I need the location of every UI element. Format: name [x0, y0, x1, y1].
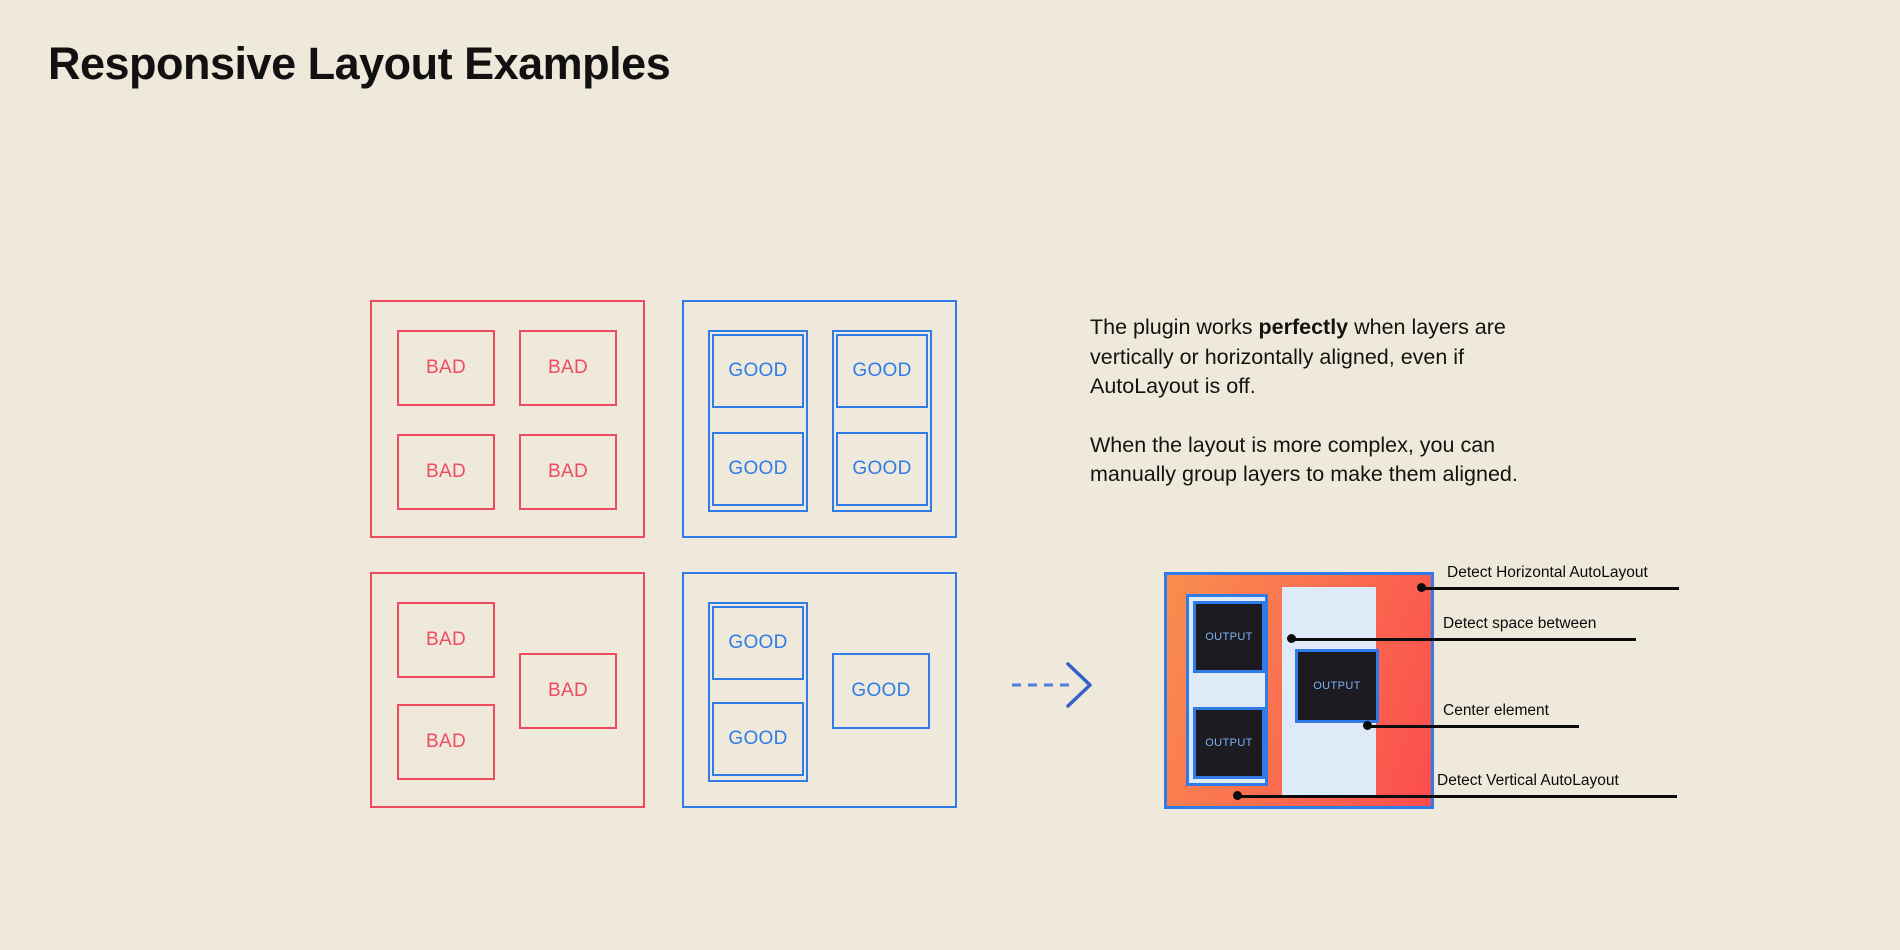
callout-leader-line	[1421, 587, 1679, 590]
box-label: BAD	[548, 461, 588, 482]
example-box-good: GOOD	[712, 606, 804, 680]
example-box-good: GOOD	[836, 432, 928, 506]
example-box-bad: BAD	[397, 704, 495, 780]
box-label: BAD	[426, 731, 466, 752]
diagram-right-column: OUTPUT	[1282, 587, 1379, 795]
output-label: OUTPUT	[1205, 631, 1253, 643]
example-box-bad: BAD	[397, 434, 495, 510]
copy-p1-post: when layers are vertically or horizontal…	[1090, 315, 1506, 398]
box-label: BAD	[548, 680, 588, 701]
callout-leader-line	[1237, 795, 1677, 798]
example-box-bad: BAD	[519, 330, 617, 406]
page-title: Responsive Layout Examples	[48, 38, 671, 89]
autolayout-detection-diagram: OUTPUT OUTPUT OUTPUT	[1164, 572, 1434, 809]
copy-p1-bold: perfectly	[1258, 315, 1349, 339]
box-label: GOOD	[852, 360, 912, 381]
copy-paragraph-2: When the layout is more complex, you can…	[1090, 432, 1518, 487]
callout-leader-line	[1291, 638, 1636, 641]
output-label: OUTPUT	[1205, 737, 1253, 749]
callout-label: Center element	[1443, 702, 1549, 719]
diagram-left-group: OUTPUT OUTPUT	[1186, 594, 1268, 786]
copy-paragraph-1: The plugin works perfectly when layers a…	[1090, 313, 1550, 402]
box-label: GOOD	[728, 360, 788, 381]
example-box-bad: BAD	[397, 602, 495, 678]
box-label: GOOD	[852, 458, 912, 479]
example-frame-good-complex: GOOD GOOD GOOD	[682, 572, 957, 808]
dashed-arrow-right-icon	[1010, 660, 1100, 710]
example-box-good: GOOD	[832, 653, 930, 729]
callout-label: Detect space between	[1443, 615, 1597, 632]
example-box-bad: BAD	[519, 434, 617, 510]
box-label: BAD	[426, 357, 466, 378]
diagram-output-box: OUTPUT	[1193, 601, 1265, 673]
box-label: GOOD	[728, 728, 788, 749]
example-frame-bad-grid: BAD BAD BAD BAD	[370, 300, 645, 538]
callout-leader-line	[1367, 725, 1579, 728]
manual-group-wrapper: GOOD GOOD	[708, 602, 808, 782]
box-label: BAD	[426, 629, 466, 650]
copy-p1-pre: The plugin works	[1090, 315, 1259, 339]
example-box-bad: BAD	[519, 653, 617, 729]
description-copy: The plugin works perfectly when layers a…	[1090, 313, 1550, 490]
callout-label: Detect Horizontal AutoLayout	[1447, 564, 1648, 581]
example-frame-bad-complex: BAD BAD BAD	[370, 572, 645, 808]
example-frame-good-grid: GOOD GOOD GOOD GOOD	[682, 300, 957, 538]
callout-label: Detect Vertical AutoLayout	[1437, 772, 1619, 789]
diagram-output-box: OUTPUT	[1295, 649, 1379, 723]
box-label: BAD	[548, 357, 588, 378]
output-label: OUTPUT	[1313, 680, 1361, 692]
diagram-output-box: OUTPUT	[1193, 707, 1265, 779]
box-label: GOOD	[728, 458, 788, 479]
example-box-good: GOOD	[712, 432, 804, 506]
manual-group-wrapper: GOOD GOOD	[708, 330, 808, 512]
example-box-good: GOOD	[712, 702, 804, 776]
example-box-bad: BAD	[397, 330, 495, 406]
example-box-good: GOOD	[712, 334, 804, 408]
manual-group-wrapper: GOOD GOOD	[832, 330, 932, 512]
box-label: BAD	[426, 461, 466, 482]
box-label: GOOD	[728, 632, 788, 653]
example-box-good: GOOD	[836, 334, 928, 408]
box-label: GOOD	[851, 680, 911, 701]
